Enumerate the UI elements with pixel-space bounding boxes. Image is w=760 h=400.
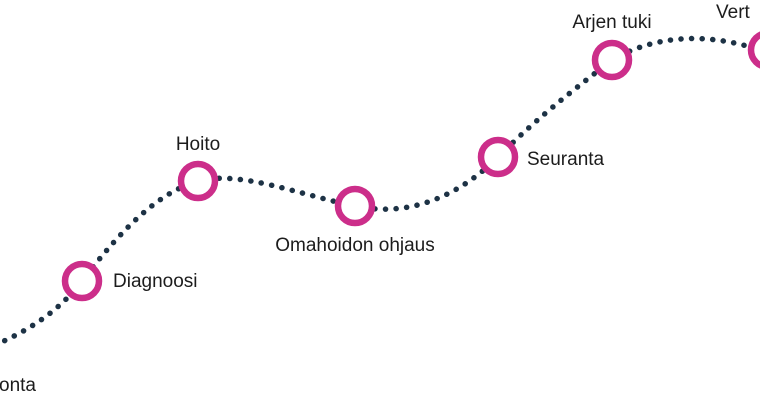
step-label-onta: onta bbox=[0, 375, 36, 396]
step-label-arjen-tuki: Arjen tuki bbox=[572, 12, 651, 33]
step-label-vert: Vert bbox=[716, 2, 751, 23]
node-omahoidon-ohjaus bbox=[334, 185, 376, 227]
step-label-seuranta: Seuranta bbox=[527, 149, 605, 170]
node-arjen-tuki bbox=[591, 39, 633, 81]
node-vert bbox=[747, 31, 760, 69]
node-hoito bbox=[177, 160, 219, 202]
step-label-omahoidon-ohjaus: Omahoidon ohjaus bbox=[275, 235, 435, 256]
step-label-diagnoosi: Diagnoosi bbox=[113, 271, 198, 292]
node-diagnoosi bbox=[61, 260, 103, 302]
journey-path bbox=[0, 35, 760, 346]
step-label-hoito: Hoito bbox=[176, 134, 220, 155]
node-seuranta bbox=[477, 136, 519, 178]
